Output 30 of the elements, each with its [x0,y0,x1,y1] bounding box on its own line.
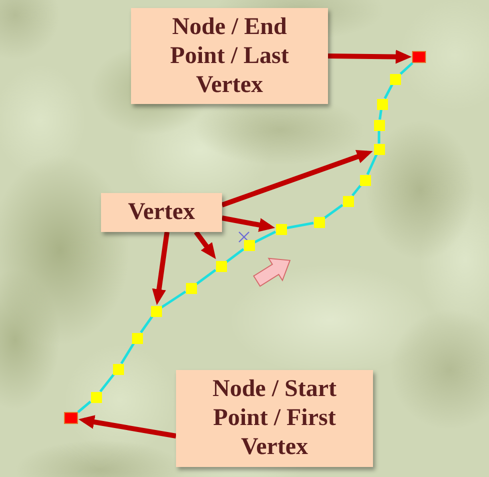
polyline-segment [254,230,276,244]
leader-arrow [78,415,176,438]
callout-box [101,193,222,232]
leader-arrow [152,232,170,306]
polyline-segment [160,290,186,308]
polyline-segment [196,269,216,285]
callout-text: Node / Start Point / First Vertex [212,375,338,462]
polyline-segment [140,316,154,334]
leader-arrow [328,50,412,64]
callout-text: Vertex [128,198,196,227]
polyline-segment [351,184,362,196]
leader-arrow [194,230,216,260]
polyline-segment [384,84,394,100]
polyline-segment [366,154,378,176]
polyline-segment [120,342,135,364]
polyline-segment [400,62,414,75]
polyline-segment [324,204,344,220]
polyline-segment [226,248,244,263]
polyline-segment [286,222,314,230]
polyline-segment [378,130,380,144]
polyline-segment [77,400,92,414]
polyline-segment [378,109,382,120]
endpoint-marker [412,51,426,63]
polyline-segment [99,374,115,392]
callout-box [176,370,373,467]
callout-text: Node / End Point / Last Vertex [169,12,290,100]
leader-arrow [222,216,276,232]
callout-box [131,8,328,104]
leader-arrow [221,150,373,208]
endpoint-marker [64,412,78,424]
